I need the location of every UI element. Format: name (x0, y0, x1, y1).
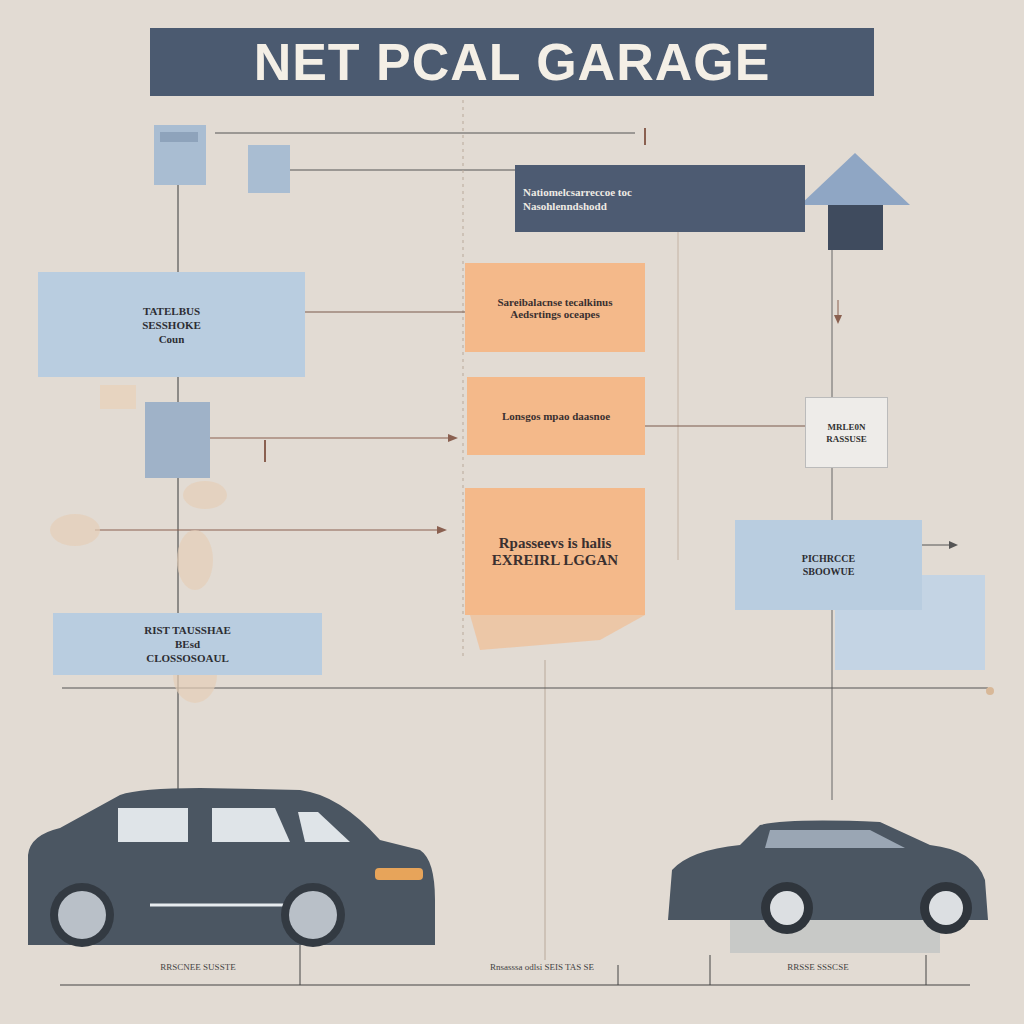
text-box: PICHRCCE SBOOWUE (735, 520, 922, 610)
tick (618, 965, 619, 985)
guide-line (545, 660, 546, 960)
box-text: Nasohlenndshodd (523, 200, 607, 212)
tick (926, 955, 927, 985)
text-box: TATELBUS SESSHOKE Coun (38, 272, 305, 377)
box-text: SBOOWUE (803, 566, 855, 577)
mark (264, 440, 266, 462)
box-text: BEsd (175, 638, 200, 650)
blob (177, 530, 213, 590)
text-box: MRLE0N RASSUSE (805, 397, 888, 468)
axis-label: RRSSE SSSCSE (760, 962, 876, 972)
tile (248, 145, 290, 193)
arrow-line (922, 545, 952, 546)
tile (154, 125, 206, 185)
guide-line (215, 133, 635, 134)
dot (986, 687, 994, 695)
axis-line (60, 984, 970, 985)
arrowhead (834, 315, 842, 324)
arrow-line (210, 437, 452, 438)
guide-line (290, 170, 515, 171)
car-right (668, 821, 988, 953)
arrowhead (949, 541, 958, 549)
house-roof (800, 153, 910, 205)
guide-line (832, 232, 833, 800)
arrowhead (437, 526, 447, 534)
title: NET PCAL GARAGE (150, 28, 874, 96)
connector (305, 311, 465, 312)
blob (183, 481, 227, 509)
box-text: PICHRCCE (802, 553, 855, 564)
box-text: MRLE0N (828, 422, 866, 432)
car-left (28, 788, 435, 947)
text-box: Lonsgos mpao daasnoe (467, 377, 645, 455)
box-text: SESSHOKE (142, 319, 201, 331)
box-text: CLOSSOSOAUL (146, 652, 229, 664)
arrowhead (448, 434, 458, 442)
tile (100, 385, 136, 409)
text-box: Rpasseevs is halis EXREIRL LGGAN (465, 488, 645, 615)
box-text: Rpasseevs is halis EXREIRL LGGAN (473, 535, 637, 569)
guide-line (463, 100, 464, 660)
box-text: Natiomelcsarreccoe toc (523, 186, 632, 198)
mark (644, 128, 646, 145)
box-text: TATELBUS (143, 305, 200, 317)
blob (470, 615, 645, 650)
tile (145, 402, 210, 478)
box-text: RIST TAUSSHAE (144, 624, 231, 636)
box-text: Coun (159, 333, 185, 345)
blob (50, 514, 100, 546)
box-text: Sareibalacnse tecalkinus Aedsrtings ocea… (473, 296, 637, 320)
tile (160, 132, 198, 142)
arrow-line (95, 529, 440, 530)
house-body (828, 205, 883, 250)
box-text: Lonsgos mpao daasnoe (502, 410, 610, 422)
text-box: Sareibalacnse tecalkinus Aedsrtings ocea… (465, 263, 645, 352)
connector (645, 425, 805, 426)
guide-line (678, 230, 679, 560)
tick (710, 955, 711, 985)
axis-label: RRSCNEE SUSSTE (140, 962, 256, 972)
text-box: Natiomelcsarreccoe tocNasohlenndshodd (515, 165, 805, 232)
box-text: RASSUSE (826, 434, 867, 444)
text-box: RIST TAUSSHAE BEsdCLOSSOSOAUL (53, 613, 322, 675)
axis-label: Rnsasssa odlsi SEIS TAS SE (470, 962, 614, 972)
